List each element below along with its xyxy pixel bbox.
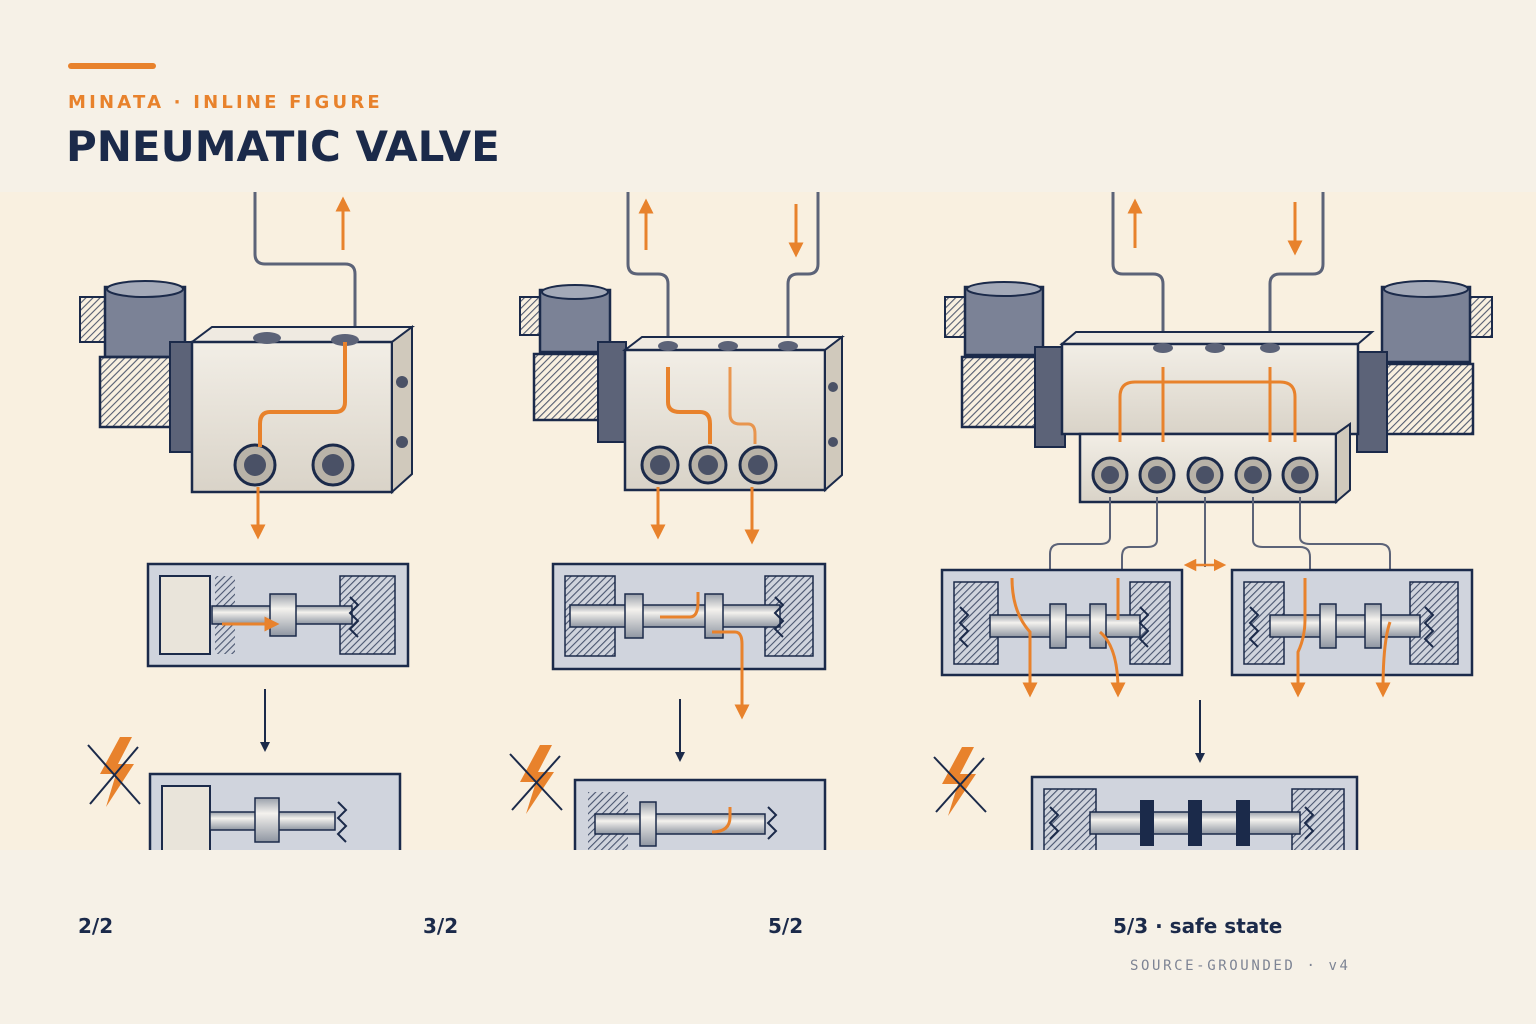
- panel-label-3-2: 3/2: [423, 914, 459, 938]
- panel-3-2-drawing: [509, 192, 845, 850]
- solenoid-coil: [519, 284, 627, 443]
- panel-5-2-5-3-drawing: [933, 192, 1493, 850]
- solenoid-coil: [79, 280, 201, 453]
- cross-section-right: [1230, 568, 1474, 698]
- valve-body: [622, 334, 845, 493]
- cross-section-safe-state: [1030, 775, 1359, 850]
- valve-body: [1059, 331, 1375, 505]
- valve-figure: [0, 192, 1536, 850]
- cross-section-energized: [146, 562, 410, 668]
- accent-bar: [68, 63, 156, 69]
- lightning-off-icon: [87, 737, 141, 807]
- cross-section-deenergized: [573, 778, 827, 850]
- valve-body: [189, 325, 415, 495]
- panel-label-5-3-safe-state: 5/3 · safe state: [1113, 914, 1283, 938]
- lightning-off-icon: [933, 747, 987, 816]
- panel-label-5-2: 5/2: [768, 914, 804, 938]
- cross-section-energized: [551, 562, 827, 720]
- footer-caption: SOURCE-GROUNDED · v4: [1130, 958, 1351, 974]
- page-title: PNEUMATIC VALVE: [66, 122, 500, 171]
- cross-section-left: [940, 568, 1184, 698]
- eyebrow: MINATA · INLINE FIGURE: [68, 92, 383, 113]
- solenoid-coil-right: [1356, 280, 1493, 453]
- panel-label-2-2: 2/2: [78, 914, 114, 938]
- panel-2-2-drawing: [79, 192, 415, 850]
- cross-section-deenergized: [148, 772, 402, 850]
- solenoid-coil-left: [944, 281, 1066, 448]
- lightning-off-icon: [509, 745, 563, 814]
